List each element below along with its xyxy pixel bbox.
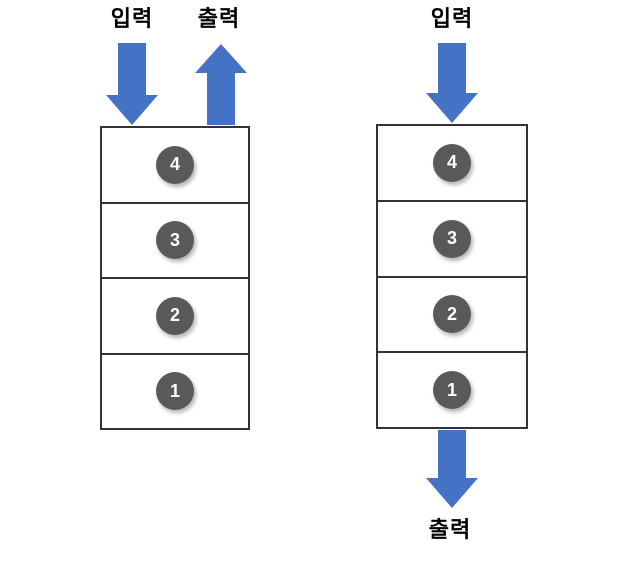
left-output-up-arrow-icon <box>195 44 247 125</box>
cell-number-badge: 3 <box>156 221 194 260</box>
left-output-label: 출력 <box>197 6 241 31</box>
right-input-label: 입력 <box>430 6 474 31</box>
cell-number-badge: 2 <box>433 295 471 334</box>
right-input-down-arrow-icon <box>426 43 478 123</box>
queue-cell: 3 <box>378 199 526 276</box>
left-input-down-arrow-icon <box>106 43 158 125</box>
cell-number-badge: 4 <box>156 145 194 184</box>
cell-number-badge: 1 <box>156 372 194 411</box>
cell-number-badge: 3 <box>433 219 471 258</box>
stack-cell: 2 <box>102 277 248 353</box>
right-output-label: 출력 <box>428 517 472 542</box>
cell-number-badge: 4 <box>433 143 471 182</box>
stack-cell: 4 <box>102 128 248 202</box>
queue-cell: 2 <box>378 275 526 352</box>
stack-box: 4 3 2 1 <box>100 126 250 430</box>
queue-cell: 1 <box>378 351 526 427</box>
stack-cell: 1 <box>102 352 248 429</box>
cell-number-badge: 1 <box>433 371 471 410</box>
left-input-label: 입력 <box>110 6 154 31</box>
stack-cell: 3 <box>102 201 248 278</box>
right-output-down-arrow-icon <box>426 430 478 508</box>
queue-box: 4 3 2 1 <box>376 124 528 429</box>
queue-cell: 4 <box>378 126 526 200</box>
cell-number-badge: 2 <box>156 296 194 335</box>
